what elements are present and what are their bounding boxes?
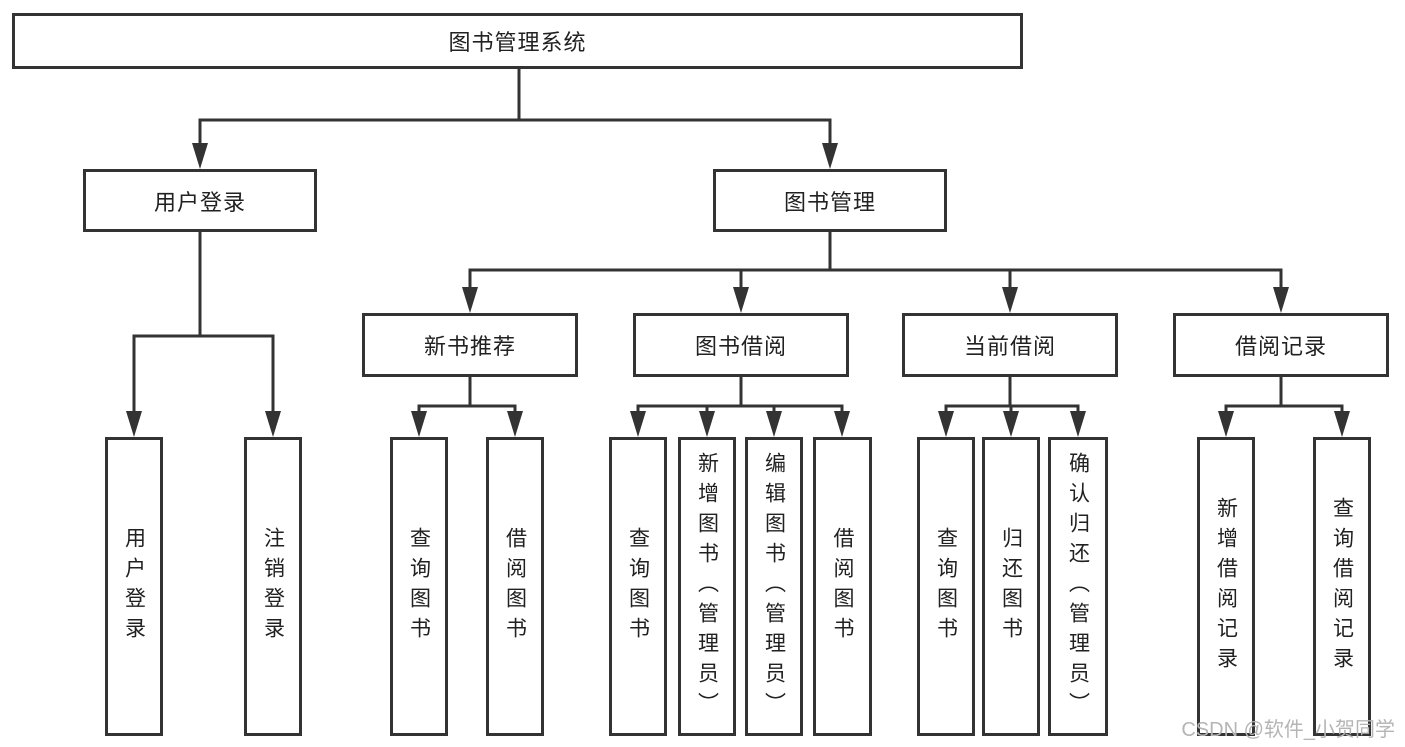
node-new-book-recommend: 新书推荐: [362, 313, 578, 377]
leaf-borrow-borrow-books: 借阅图书: [813, 437, 872, 736]
leaf-borrow-add-books-admin: 新增图书（管理员）: [678, 437, 736, 736]
leaf-borrow-query-books: 查询图书: [609, 437, 667, 736]
node-borrow-records: 借阅记录: [1173, 313, 1389, 377]
leaf-newbook-query-books: 查询图书: [390, 437, 448, 736]
watermark-text: CSDN @软件_小贺同学: [1181, 719, 1395, 741]
node-root: 图书管理系统: [12, 13, 1023, 69]
leaf-borrow-edit-books-admin: 编辑图书（管理员）: [745, 437, 803, 736]
leaf-newbook-borrow-books: 借阅图书: [486, 437, 544, 736]
leaf-current-return-books: 归还图书: [982, 437, 1040, 736]
node-user-login: 用户登录: [83, 169, 317, 232]
leaf-records-add-record: 新增借阅记录: [1197, 437, 1255, 736]
leaf-logout: 注销登录: [244, 437, 302, 736]
leaf-current-query-books: 查询图书: [917, 437, 975, 736]
leaf-user-login: 用户登录: [105, 437, 163, 736]
leaf-records-query-record: 查询借阅记录: [1313, 437, 1371, 736]
node-book-management: 图书管理: [713, 169, 947, 232]
arrowhead-icons: [126, 143, 1350, 437]
leaf-current-confirm-return-admin: 确认归还（管理员）: [1048, 437, 1108, 736]
node-current-borrow: 当前借阅: [902, 313, 1118, 377]
node-book-borrow: 图书借阅: [633, 313, 849, 377]
